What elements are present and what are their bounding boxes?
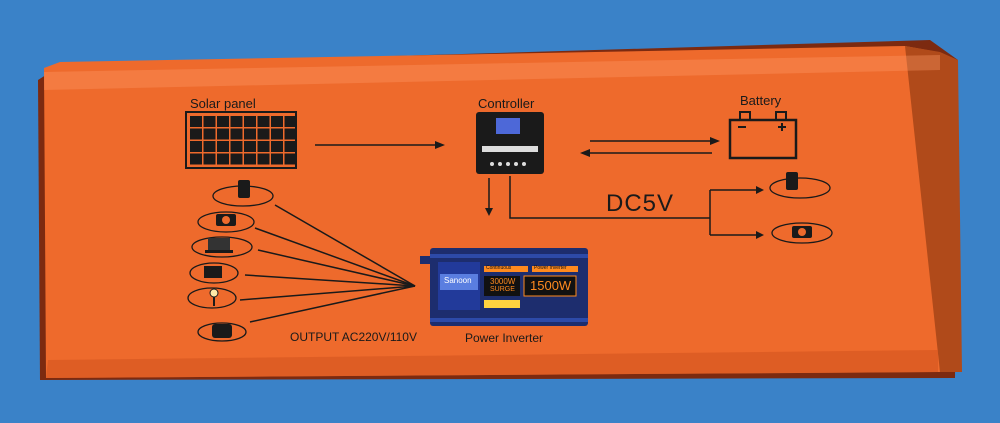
solar-cell	[230, 128, 243, 140]
solar-cell	[271, 128, 283, 140]
inverter-surge: SURGE	[490, 286, 515, 293]
solar-cell	[190, 153, 202, 165]
box-right-side	[905, 46, 962, 372]
solar-panel-label: Solar panel	[190, 96, 256, 111]
inverter-name-tag: Power Inverter	[534, 265, 567, 271]
solar-cell	[190, 141, 202, 152]
controller-label: Controller	[478, 96, 535, 111]
box-glare	[44, 55, 940, 90]
solar-cell	[244, 153, 256, 165]
solar-cell	[257, 116, 270, 127]
tv-icon	[204, 266, 222, 278]
solar-cell	[244, 141, 256, 152]
solar-cell	[230, 116, 243, 127]
solar-cell	[284, 141, 297, 152]
battery-icon	[728, 111, 798, 160]
solar-cell	[257, 128, 270, 140]
battery-label: Battery	[740, 93, 782, 108]
solar-cell	[203, 116, 216, 127]
solar-cell	[271, 153, 283, 165]
controller-icon	[476, 112, 544, 174]
solar-cell	[284, 128, 297, 140]
inverter-wattage: 1500W	[530, 278, 572, 293]
power-inverter-icon	[420, 248, 588, 326]
solar-cell	[203, 141, 216, 152]
inverter-continuous-tag: Continuous	[486, 265, 512, 271]
phone-icon	[786, 172, 798, 190]
solar-cell	[230, 153, 243, 165]
solar-cell	[190, 116, 202, 127]
inverter-rating: 3000W	[490, 277, 516, 286]
fan-icon	[212, 324, 232, 338]
output-voltage-label: OUTPUT AC220V/110V	[290, 330, 417, 344]
right-device-icons	[769, 177, 833, 244]
solar-cell	[217, 116, 229, 127]
solar-cell	[257, 141, 270, 152]
solar-cell	[230, 141, 243, 152]
solar-cell	[271, 116, 283, 127]
solar-cell	[203, 128, 216, 140]
solar-cell	[284, 116, 297, 127]
lamp-icon	[209, 288, 219, 306]
phone-icon	[238, 180, 250, 198]
solar-cell	[217, 153, 229, 165]
output-fan-lines	[239, 204, 416, 323]
inverter-brand: Sanoon	[444, 276, 472, 285]
flow-arrows	[315, 137, 764, 239]
solar-cell	[190, 128, 202, 140]
solar-cell	[271, 141, 283, 152]
solar-cell	[217, 141, 229, 152]
power-inverter-label: Power Inverter	[465, 331, 544, 345]
solar-cell	[257, 153, 270, 165]
solar-cell	[244, 128, 256, 140]
solar-cell	[244, 116, 256, 127]
laptop-icon	[205, 238, 233, 253]
camera-icon	[792, 226, 812, 238]
dc5v-label: DC5V	[606, 190, 675, 217]
solar-cell	[217, 128, 229, 140]
solar-panel-icon	[185, 111, 297, 169]
box-tape-edge	[46, 350, 938, 378]
solar-cell	[284, 153, 297, 165]
camera-icon	[216, 214, 236, 226]
solar-cell	[203, 153, 216, 165]
